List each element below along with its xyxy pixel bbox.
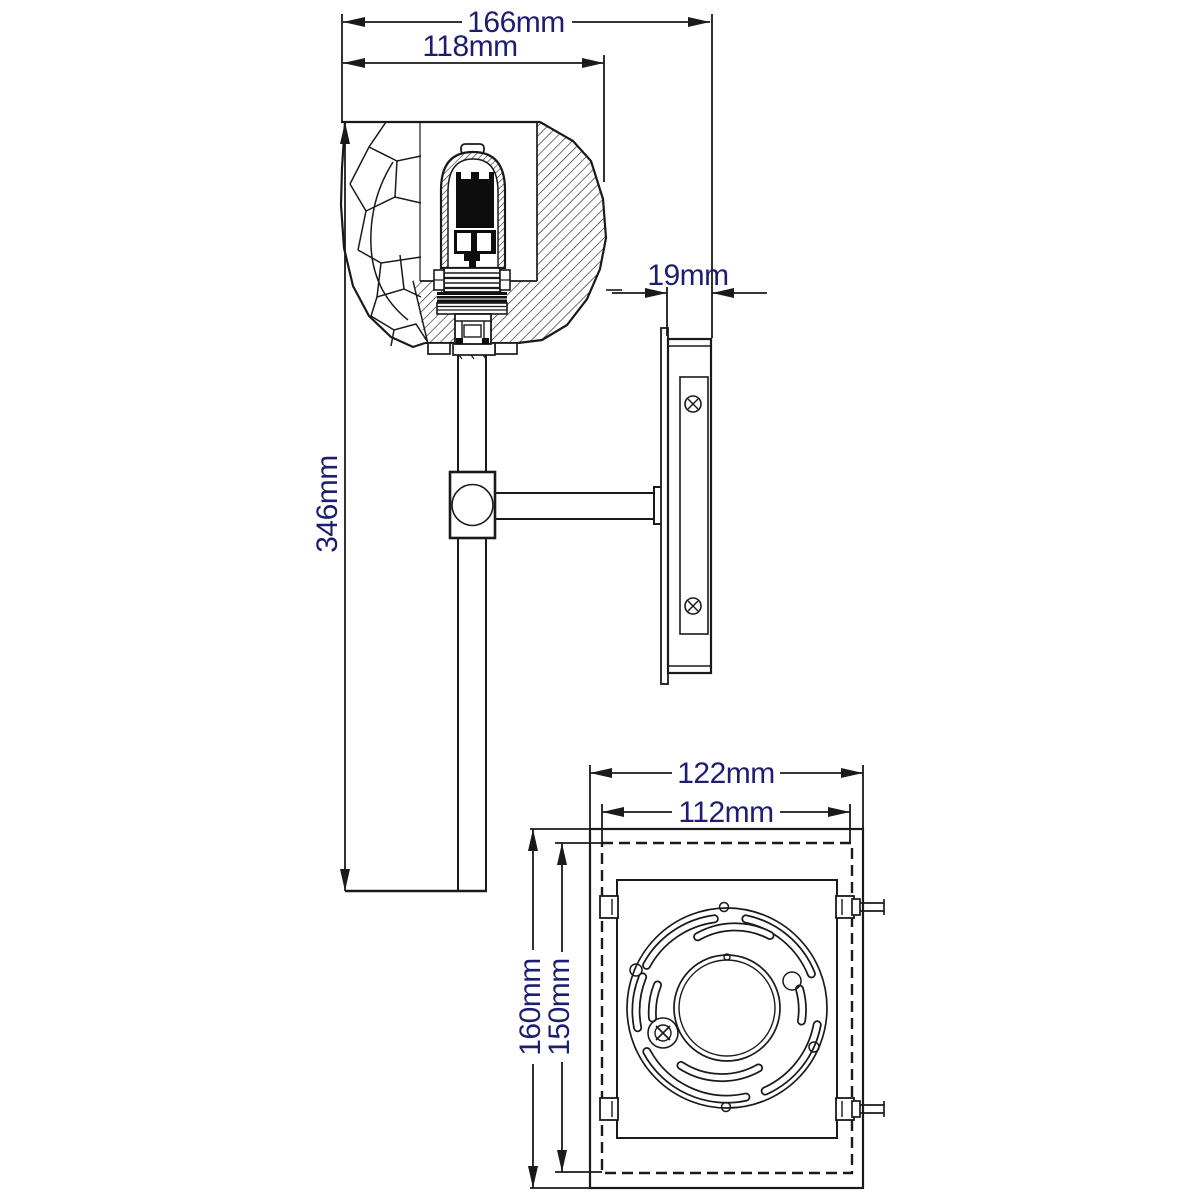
- dim-backplate-outer-width: 122mm: [589, 757, 864, 829]
- dim-label-backplate-outer-height: 160mm: [514, 958, 547, 1056]
- lamp-assembly: [433, 143, 511, 345]
- dim-label-overall-width: 166mm: [467, 6, 565, 39]
- mounting-hole: [720, 1101, 732, 1113]
- dim-label-overall-height: 346mm: [311, 455, 344, 553]
- dim-label-backplate-depth: 19mm: [647, 259, 728, 292]
- backplate-inner-rect: [616, 879, 838, 1139]
- stem: [457, 355, 487, 891]
- mounting-hole: [629, 963, 643, 977]
- fixing-screw-icon: [851, 898, 885, 916]
- mounting-hole: [782, 971, 802, 991]
- backplate-body: [666, 337, 713, 675]
- shade-collar: [425, 342, 518, 360]
- socket-ribs: [433, 267, 511, 293]
- contact-window: [477, 233, 491, 251]
- dim-label-backplate-inner-width: 112mm: [678, 796, 773, 829]
- screw-icon: [684, 395, 702, 413]
- dim-overall-width: 166mm: [341, 6, 713, 338]
- led-filament-block: [456, 172, 494, 228]
- contact-pin: [469, 261, 476, 267]
- inner-cavity-arc: [370, 161, 409, 321]
- bulb-capsule-wall: [440, 151, 506, 269]
- back-plate-view: 122mm 112mm 160mm: [514, 757, 885, 1190]
- globe-outline-right: [517, 121, 608, 345]
- led-notch: [461, 172, 471, 179]
- dim-label-shade-width: 118mm: [422, 30, 517, 63]
- wall-plate-side: [660, 327, 713, 685]
- mounting-hole: [718, 901, 730, 913]
- dim-overall-height: 346mm: [311, 122, 487, 893]
- junction-box: [448, 470, 497, 540]
- screw-icon: [684, 597, 702, 615]
- led-notch: [479, 172, 489, 179]
- mounting-hole: [723, 953, 731, 961]
- fixing-screw-icon: [851, 1100, 885, 1118]
- dim-backplate-depth: 19mm: [612, 259, 767, 336]
- dim-shade-width: 118mm: [343, 30, 605, 182]
- globe-outline-left: [339, 121, 426, 349]
- side-view: 166mm 118mm 19mm 346mm: [311, 6, 767, 893]
- backplate-recess: [679, 376, 709, 635]
- dim-backplate-inner-width: 112mm: [601, 796, 851, 843]
- wall-arm: [495, 486, 663, 525]
- hatch-right-crescent: [537, 122, 606, 280]
- ground-screw-icon: [647, 1017, 679, 1049]
- dim-backplate-inner-height: 150mm: [543, 842, 602, 1173]
- lamp-bracket: [454, 313, 492, 345]
- dim-label-backplate-inner-height: 150mm: [543, 958, 576, 1056]
- socket-flange: [436, 292, 508, 315]
- contact-window: [457, 233, 471, 251]
- hatch-left-boundary: [412, 280, 429, 345]
- backplate-outer-rect: [588, 827, 865, 1190]
- backplate-dashed-rect: [600, 841, 854, 1175]
- dim-backplate-outer-height: 160mm: [514, 828, 590, 1189]
- contact-pin: [464, 254, 480, 261]
- dim-label-backplate-outer-width: 122mm: [677, 757, 775, 790]
- mounting-hole: [808, 1041, 820, 1053]
- facet-lines: [349, 121, 428, 347]
- ring-slots-middle-inner: [649, 924, 806, 1081]
- ring-slots-outer-inner: [633, 916, 820, 1102]
- mounting-ring: [626, 901, 828, 1113]
- mounting-tabs: [599, 895, 855, 1121]
